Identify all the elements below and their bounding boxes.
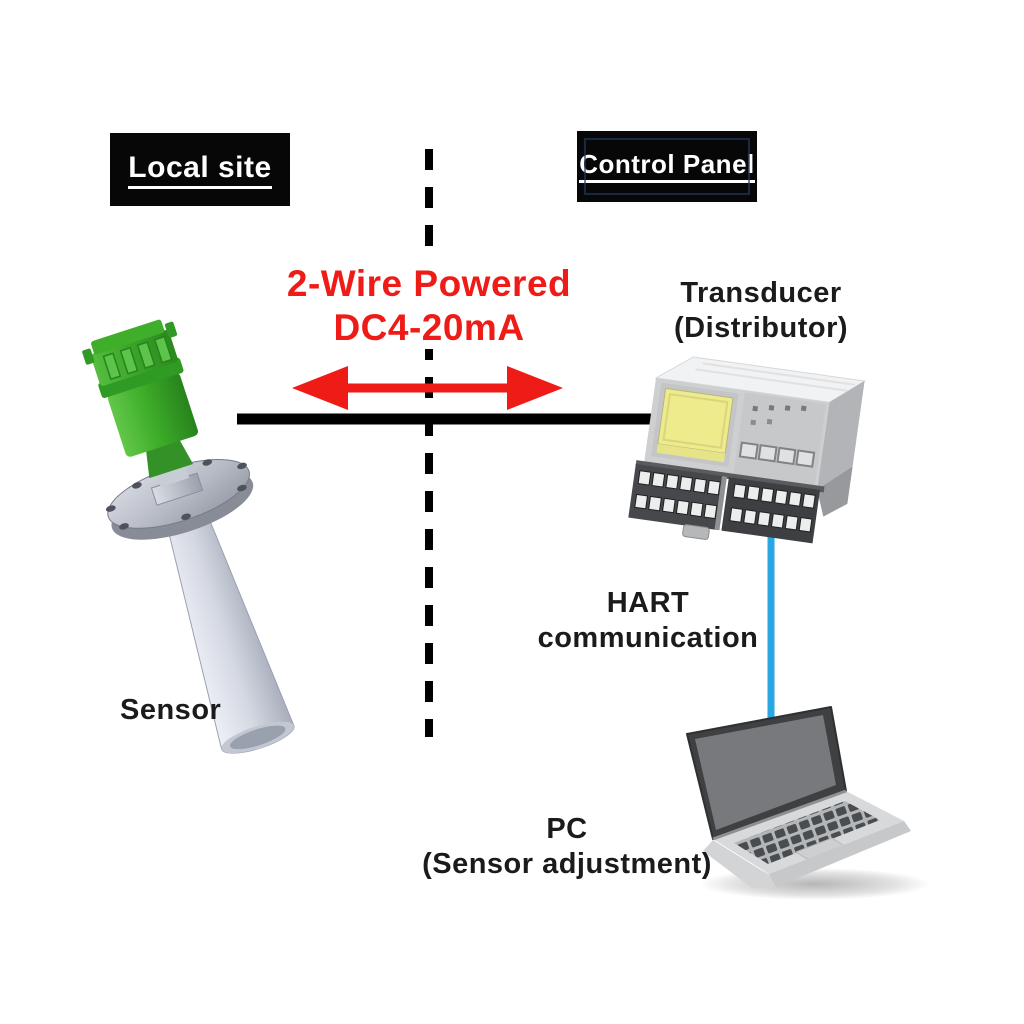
sensor-cap-lug	[82, 348, 95, 365]
two-wire-arrow-head-left	[292, 366, 348, 410]
flange-bolt	[119, 523, 129, 530]
keypad-button	[757, 444, 778, 463]
control-panel-zone-box: Control Panel	[577, 131, 757, 202]
sensor-cap-rib	[119, 346, 139, 375]
flange-bolt	[237, 462, 247, 470]
transducer-label-line2: (Distributor)	[673, 311, 849, 344]
terminal-slot	[743, 509, 757, 525]
flange-bolt	[202, 459, 213, 466]
terminal-slot	[770, 513, 785, 529]
sensor-body	[107, 373, 199, 457]
sensor-device	[82, 319, 295, 754]
transducer-label-line1: Transducer	[680, 277, 842, 309]
terminal-slot	[648, 495, 662, 512]
terminal-slot	[675, 499, 690, 516]
terminal-slot	[665, 473, 680, 490]
flange-bolt	[181, 513, 191, 520]
two-wire-label-line2: DC4-20mA	[333, 306, 525, 348]
transducer-device	[628, 356, 867, 544]
two-wire-arrow	[292, 366, 563, 410]
terminal-slot	[679, 475, 693, 492]
keypad-mark	[750, 419, 757, 426]
laptop-base-edge	[769, 821, 911, 887]
pc-laptop	[686, 706, 911, 888]
terminal-slot	[729, 507, 744, 523]
transducer-screen-strip	[656, 443, 726, 463]
transducer-top-face	[654, 356, 867, 403]
terminal-block-seam	[714, 476, 727, 531]
transducer-side-face	[817, 381, 865, 490]
transducer-label: Transducer (Distributor)	[631, 276, 891, 346]
flange-bolt	[132, 482, 142, 489]
sensor-horn-mouth-inner	[230, 725, 286, 750]
din-rail-tab	[682, 524, 710, 540]
laptop-screen	[695, 715, 836, 830]
sensor-label: Sensor	[120, 694, 222, 726]
hart-label-line2: communication	[537, 621, 759, 654]
terminal-slot	[788, 491, 802, 507]
terminal-slot	[703, 503, 718, 520]
laptop-hinge	[712, 789, 847, 841]
pc-label: PC (Sensor adjustment)	[397, 812, 737, 882]
two-wire-arrow-head-right	[507, 366, 563, 410]
control-panel-zone-label: Control Panel	[579, 150, 755, 184]
terminal-slot	[689, 501, 704, 518]
terminal-slot	[760, 487, 775, 503]
laptop-base-underside	[703, 840, 776, 888]
terminal-slot	[637, 470, 652, 486]
pc-label-line1: PC	[546, 813, 588, 845]
local-site-zone-box: Local site	[110, 133, 290, 206]
laptop-keyboard	[734, 801, 880, 864]
sensor-cap-ring	[98, 357, 184, 398]
sensor-cap-rib	[102, 352, 122, 381]
sensor-cap-rib	[153, 335, 173, 364]
keypad-mark	[766, 418, 773, 425]
keypad-button	[738, 441, 759, 460]
terminal-slot	[774, 489, 789, 505]
keypad-mark	[768, 405, 775, 411]
keypad-button	[776, 446, 797, 466]
keypad-mark	[784, 405, 791, 411]
keypad-button	[795, 449, 816, 468]
terminal-slot	[801, 493, 816, 509]
flange-bolt	[237, 484, 247, 492]
flange-bolt	[105, 505, 116, 512]
keypad-mark	[800, 405, 807, 412]
terminal-slot	[661, 497, 676, 514]
two-wire-label-line1: 2-Wire Powered	[286, 263, 572, 304]
terminal-slot	[651, 472, 666, 488]
two-wire-label: 2-Wire Powered DC4-20mA	[259, 262, 599, 350]
transducer-screen-frame	[662, 392, 729, 449]
hart-label-line1: HART	[606, 587, 690, 619]
keypad-mark	[752, 405, 759, 412]
sensor-cap-lug	[164, 321, 178, 338]
hart-communication-label: HART communication	[498, 586, 798, 656]
terminal-slot	[746, 485, 761, 501]
terminal-slot	[757, 511, 771, 527]
pc-label-line2: (Sensor adjustment)	[422, 847, 712, 880]
terminal-slot	[784, 515, 799, 531]
sensor-cap-rib	[136, 341, 156, 370]
terminal-slot	[732, 483, 747, 499]
transducer-top-ridge	[702, 362, 856, 386]
sensor-cap-top-band	[91, 319, 165, 355]
terminal-slot	[798, 516, 813, 533]
transducer-top-ridge	[695, 368, 849, 392]
terminal-slot	[693, 477, 707, 494]
transducer-side-flap	[817, 466, 853, 517]
transducer-keypad	[733, 392, 827, 486]
sensor-adapter	[156, 464, 190, 488]
local-site-zone-label: Local site	[128, 151, 272, 189]
terminal-slot	[634, 493, 649, 510]
terminal-slot	[706, 479, 721, 496]
